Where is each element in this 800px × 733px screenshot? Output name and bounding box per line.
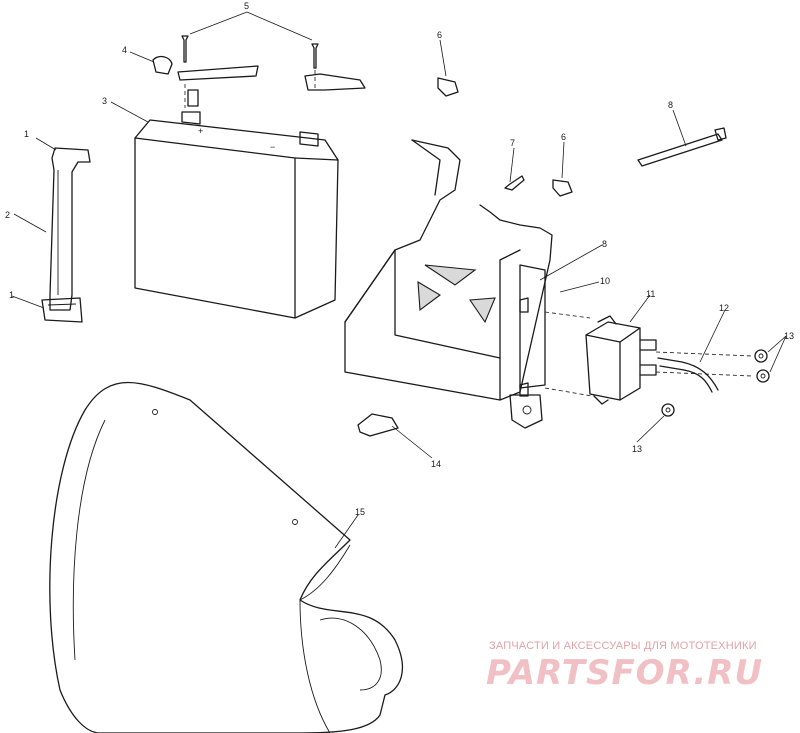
- callout-11: 11: [646, 289, 655, 299]
- callout-8b: 8: [602, 239, 607, 249]
- callout-8a: 8: [668, 100, 673, 110]
- watermark-tagline: ЗАПЧАСТИ И АКСЕССУАРЫ ДЛЯ МОТОТЕХНИКИ: [489, 640, 757, 652]
- callout-6a: 6: [437, 30, 442, 40]
- battery-minus-mark: −: [270, 142, 275, 152]
- leader-lines: [11, 11, 787, 549]
- watermark-logo: PARTSFOR.RU: [486, 653, 764, 693]
- nut-part: [661, 349, 770, 417]
- wire-lead-part: [657, 357, 719, 393]
- battery-part: [134, 111, 339, 319]
- callout-13a: 13: [784, 331, 794, 341]
- callout-13b: 13: [632, 444, 642, 454]
- clip-nut-part: [437, 77, 573, 197]
- callout-1b: 1: [9, 290, 14, 300]
- callout-15: 15: [355, 507, 365, 517]
- callout-6b: 6: [561, 132, 566, 142]
- relay-part: [585, 315, 657, 405]
- callout-7: 7: [510, 138, 515, 148]
- bolt-part: [504, 175, 525, 191]
- clip-part: [357, 413, 399, 437]
- callout-4: 4: [122, 45, 127, 55]
- callout-14: 14: [431, 459, 441, 469]
- cable-tie-part: [637, 127, 727, 167]
- battery-strap-part: [41, 147, 91, 323]
- battery-plus-mark: +: [198, 126, 203, 136]
- callout-3: 3: [102, 96, 107, 106]
- callout-10: 10: [600, 276, 610, 286]
- callout-12: 12: [719, 303, 729, 313]
- terminal-hardware: [152, 35, 366, 107]
- nose-cover-part: [49, 381, 404, 733]
- callout-5: 5: [244, 1, 249, 11]
- callout-1a: 1: [24, 129, 29, 139]
- callout-2: 2: [5, 210, 10, 220]
- battery-box-part: [344, 139, 553, 429]
- assembly-lines: [184, 70, 753, 397]
